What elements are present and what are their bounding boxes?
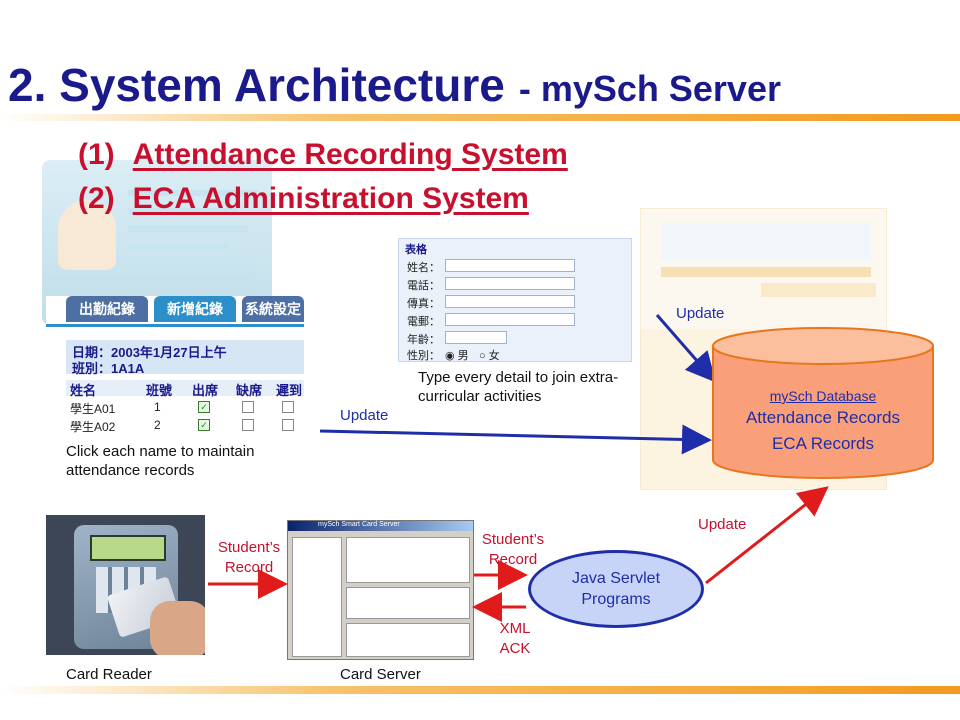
attendance-recording-ui: 出勤紀錄 新增紀錄 系統設定 日期：2003年1月27日上午 班別：1A1A 姓… bbox=[46, 296, 304, 438]
subtitle-eca: (2) ECA Administration System bbox=[78, 182, 529, 216]
row-2-late-checkbox[interactable] bbox=[282, 419, 294, 431]
database-cylinder bbox=[712, 327, 934, 479]
row-2-name[interactable]: 學生A02 bbox=[70, 420, 116, 434]
tab-new-record[interactable]: 新增紀錄 bbox=[154, 296, 236, 322]
database-name: mySch Database bbox=[769, 388, 877, 404]
eca-gender-male-label: 男 bbox=[457, 350, 469, 362]
card-server-window-title: mySch Smart Card Server bbox=[318, 521, 400, 528]
hand bbox=[150, 601, 205, 655]
card-server-log-panel-1 bbox=[346, 537, 470, 583]
eca-field-label-fax: 傳真： bbox=[407, 298, 440, 310]
card-reader-photo bbox=[46, 515, 205, 655]
eca-field-label-name: 姓名： bbox=[407, 262, 440, 274]
database-text: mySch Database Attendance Records ECA Re… bbox=[710, 388, 936, 454]
row-2-present-checkbox[interactable]: ✓ bbox=[198, 419, 210, 431]
slide-title: 2. System Architecture - mySch Server bbox=[8, 58, 781, 112]
background-portal-left bbox=[42, 160, 272, 325]
col-name: 姓名 bbox=[70, 383, 97, 398]
col-late: 遲到 bbox=[276, 383, 303, 398]
label-update-form: Update bbox=[676, 305, 725, 322]
arrow-attendance-to-db bbox=[319, 424, 712, 455]
attendance-caption: Click each name to maintain attendance r… bbox=[66, 443, 255, 479]
eca-caption: Type every detail to join extra-curricul… bbox=[418, 369, 619, 405]
eca-form-ui: 表格 姓名： 電話： 傳真： 電郵： 年齡： 性別： ◉ 男 ○ 女 bbox=[398, 238, 632, 362]
row-2-absent-checkbox[interactable] bbox=[242, 419, 254, 431]
arrow-form-to-db bbox=[655, 314, 716, 383]
card-server-label: Card Server bbox=[340, 666, 421, 683]
eca-gender-male-radio[interactable]: ◉ 男 bbox=[445, 350, 469, 362]
label-reader-to-server: Student’s Record bbox=[217, 539, 281, 576]
card-server-log-panel-2 bbox=[346, 587, 470, 619]
row-1-name[interactable]: 學生A01 bbox=[70, 402, 116, 416]
attendance-class: 班別：1A1A bbox=[72, 361, 145, 376]
subtitle-num-2: (2) bbox=[78, 182, 115, 215]
attendance-date: 日期：2003年1月27日上午 bbox=[72, 345, 227, 360]
label-update-attendance: Update bbox=[340, 407, 389, 424]
subtitle-text-2: ECA Administration System bbox=[132, 182, 529, 215]
label-servlet-to-server: XML ACK bbox=[499, 620, 531, 657]
eca-field-fax-input[interactable] bbox=[445, 295, 575, 308]
col-present: 出席 bbox=[192, 383, 219, 398]
java-servlet-node: Java Servlet Programs bbox=[528, 550, 704, 628]
eca-field-label-gender: 性別： bbox=[407, 350, 440, 362]
student-avatar bbox=[58, 200, 116, 270]
eca-field-age-input[interactable] bbox=[445, 331, 507, 344]
title-rule bbox=[0, 114, 960, 121]
eca-field-label-phone: 電話： bbox=[407, 280, 440, 292]
tab-settings[interactable]: 系統設定 bbox=[242, 296, 304, 322]
card-server-log-panel-3 bbox=[346, 623, 470, 657]
eca-field-label-email: 電郵： bbox=[407, 316, 440, 328]
subtitle-text-1: Attendance Recording System bbox=[132, 138, 568, 171]
java-servlet-label: Java Servlet Programs bbox=[571, 570, 661, 608]
eca-field-email-input[interactable] bbox=[445, 313, 575, 326]
row-2-number: 2 bbox=[154, 418, 161, 432]
row-1-absent-checkbox[interactable] bbox=[242, 401, 254, 413]
title-main: 2. System Architecture bbox=[8, 59, 505, 111]
eca-field-phone-input[interactable] bbox=[445, 277, 575, 290]
eca-gender-female-radio[interactable]: ○ 女 bbox=[479, 350, 500, 362]
tab-attendance-history[interactable]: 出勤紀錄 bbox=[66, 296, 148, 322]
eca-gender-female-label: 女 bbox=[488, 350, 500, 362]
eca-form-header: 表格 bbox=[405, 244, 427, 256]
col-number: 班號 bbox=[146, 383, 173, 398]
card-server-window: mySch Smart Card Server bbox=[287, 520, 474, 660]
row-1-present-checkbox[interactable]: ✓ bbox=[198, 401, 210, 413]
subtitle-attendance: (1) Attendance Recording System bbox=[78, 138, 568, 172]
label-server-to-servlet: Student’s Record bbox=[481, 531, 545, 568]
card-reader-label: Card Reader bbox=[66, 666, 152, 683]
arrow-servlet-to-db bbox=[705, 486, 829, 585]
database-record-attendance: Attendance Records bbox=[745, 408, 901, 427]
col-absent: 缺席 bbox=[236, 383, 263, 398]
title-suffix: - mySch Server bbox=[518, 68, 781, 109]
label-update-servlet: Update bbox=[698, 516, 747, 533]
card-reader-screen bbox=[90, 535, 166, 561]
card-server-left-panel bbox=[292, 537, 342, 657]
row-1-number: 1 bbox=[154, 400, 161, 414]
bottom-rule bbox=[0, 686, 960, 694]
database-record-eca: ECA Records bbox=[771, 434, 875, 453]
row-1-late-checkbox[interactable] bbox=[282, 401, 294, 413]
subtitle-num-1: (1) bbox=[78, 138, 115, 171]
eca-field-label-age: 年齡： bbox=[407, 334, 440, 346]
eca-field-name-input[interactable] bbox=[445, 259, 575, 272]
